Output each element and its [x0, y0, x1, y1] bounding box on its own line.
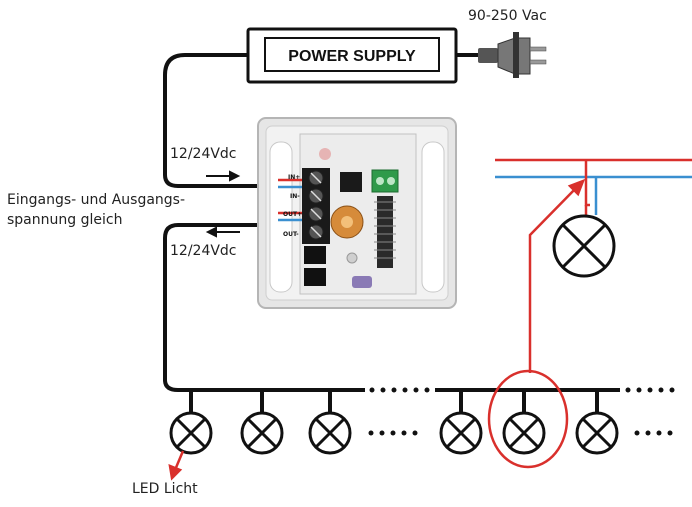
terminal-out-plus: OUT+: [283, 211, 302, 218]
control-signal: [528, 178, 586, 373]
led-lamp-icon: [240, 411, 284, 455]
highlight-circle: [487, 369, 569, 469]
terminal-out-minus: OUT-: [283, 231, 299, 238]
mains-lines: [495, 158, 692, 215]
mains-voltage-label: 90-250 Vac: [468, 8, 547, 24]
dc-wiring: [163, 53, 599, 413]
led-lamps: [169, 411, 619, 455]
led-lamp-icon: [439, 411, 483, 455]
led-lamp-icon: [502, 411, 546, 455]
continuation-dots: [368, 387, 675, 436]
terminal-in-minus: IN-: [290, 193, 300, 200]
mains-plug-icon: [456, 32, 547, 78]
led-lamp-icon: [169, 411, 213, 455]
voltage-note-line2: spannung gleich: [7, 212, 123, 228]
input-voltage-label: 12/24Vdc: [168, 145, 239, 163]
output-voltage-label: 12/24Vdc: [168, 242, 239, 260]
mains-lamp-icon: [552, 214, 616, 278]
led-lamp-icon: [575, 411, 619, 455]
terminal-in-plus: IN+: [288, 174, 300, 181]
power-supply: POWER SUPPLY: [246, 27, 458, 84]
led-pointer-arrow: [168, 450, 185, 481]
dimmer-module: IN+ IN- OUT+ OUT-: [257, 117, 457, 309]
power-supply-label: POWER SUPPLY: [288, 48, 416, 65]
led-light-label: LED Licht: [132, 481, 198, 497]
voltage-note-line1: Eingangs- und Ausgangs-: [7, 192, 186, 208]
led-lamp-icon: [308, 411, 352, 455]
flow-arrows: [205, 170, 241, 238]
